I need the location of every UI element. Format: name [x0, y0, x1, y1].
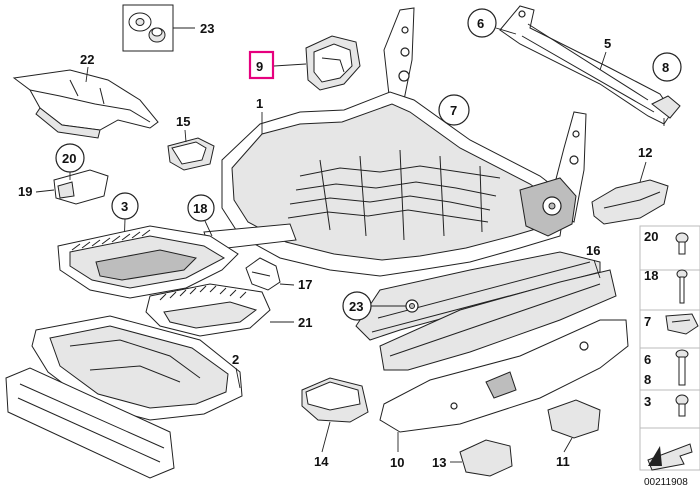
part-5-rail	[499, 5, 681, 126]
part-2-base	[5, 315, 243, 479]
part-11-switch	[547, 399, 601, 439]
legend-label-8: 8	[644, 372, 651, 387]
callout-23-mid: 23	[349, 299, 363, 314]
arrow-icon	[647, 443, 693, 471]
callout-14: 14	[314, 454, 329, 469]
part-16-trim	[379, 269, 617, 371]
legend-label-7: 7	[644, 314, 651, 329]
part-12-cover	[591, 179, 669, 225]
seat-frame	[203, 7, 601, 341]
callout-7-ring	[438, 94, 470, 126]
part-23-inset	[122, 4, 195, 52]
legend-label-3: 3	[644, 394, 651, 409]
callout-3: 3	[121, 199, 128, 214]
callout-20: 20	[62, 151, 76, 166]
callout-2: 2	[232, 352, 239, 367]
part-9-cover	[305, 35, 361, 91]
callout-22: 22	[80, 52, 94, 67]
callout-6: 6	[477, 16, 484, 31]
part-15-knob	[167, 137, 215, 171]
part-17-clip	[245, 257, 281, 291]
part-3-mat	[57, 225, 239, 299]
legend-label-6: 6	[644, 352, 651, 367]
part-22-tray	[12, 69, 159, 139]
callout-21: 21	[298, 315, 312, 330]
callout-18: 18	[193, 201, 207, 216]
highlight-box-9	[248, 50, 275, 80]
callout-5: 5	[604, 36, 611, 51]
drawing-number: 00211908	[644, 477, 688, 488]
clip-icon	[665, 313, 699, 335]
callout-23-top: 23	[200, 21, 214, 36]
screw-icon	[675, 232, 689, 255]
callout-8-ring	[652, 52, 682, 82]
legend-label-18: 18	[644, 268, 658, 283]
part-10-panel	[379, 319, 629, 433]
callout-1: 1	[256, 96, 263, 111]
callout-17: 17	[298, 277, 312, 292]
callout-15: 15	[176, 114, 190, 129]
part-14-knob	[301, 377, 369, 423]
legend-label-20: 20	[644, 229, 658, 244]
callout-13: 13	[432, 455, 446, 470]
callout-10: 10	[390, 455, 404, 470]
bolt-icon	[676, 269, 688, 304]
callout-8: 8	[662, 60, 669, 75]
callout-16: 16	[586, 243, 600, 258]
part-13-switch	[459, 439, 513, 477]
screw-icon	[675, 394, 689, 417]
bolt-icon	[675, 349, 689, 386]
callout-18-ring	[187, 194, 215, 222]
callout-7: 7	[450, 103, 457, 118]
callout-9: 9	[256, 59, 263, 74]
callout-19: 19	[18, 184, 32, 199]
callout-11: 11	[556, 454, 570, 469]
part-19-bracket	[53, 169, 109, 205]
callout-12: 12	[638, 145, 652, 160]
callout-6-ring	[467, 8, 497, 38]
hardware-legend: 20 18 7 6 8 3	[639, 225, 700, 471]
part-21-mat	[145, 283, 271, 337]
